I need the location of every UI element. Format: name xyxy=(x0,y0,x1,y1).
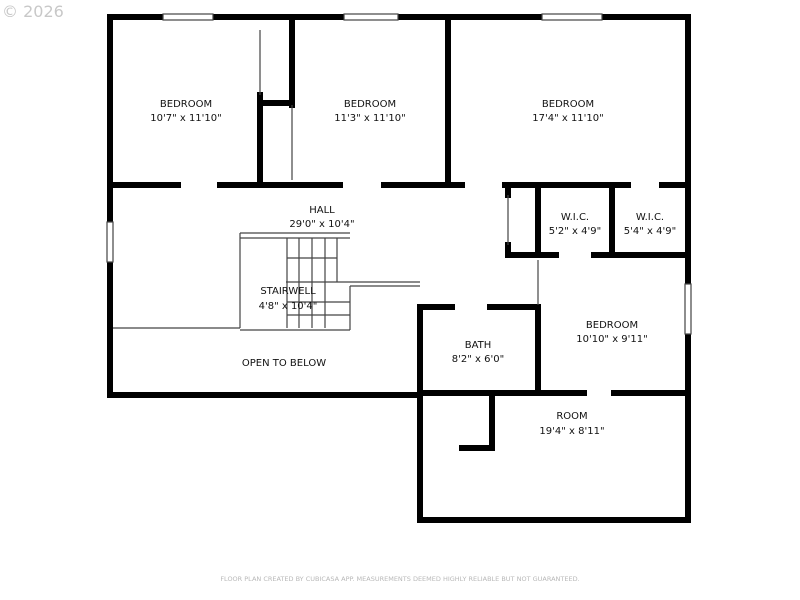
window xyxy=(106,221,114,263)
window xyxy=(343,13,399,21)
window xyxy=(162,13,214,21)
room-name: HALL xyxy=(309,205,335,216)
room-size: 8'2" x 6'0" xyxy=(452,354,504,365)
room-size: 10'7" x 11'10" xyxy=(150,113,222,124)
room-name: BEDROOM xyxy=(160,99,212,110)
room-size: 5'2" x 4'9" xyxy=(549,226,601,237)
room-name: BEDROOM xyxy=(586,320,638,331)
room-name: BEDROOM xyxy=(344,99,396,110)
room-size: 10'10" x 9'11" xyxy=(576,334,648,345)
room-name: OPEN TO BELOW xyxy=(242,358,326,369)
room-labels: BEDROOM 10'7" x 11'10" BEDROOM 11'3" x 1… xyxy=(150,99,676,437)
room-name: BEDROOM xyxy=(542,99,594,110)
room-name: W.I.C. xyxy=(561,212,589,223)
copyright-watermark: © 2026 xyxy=(2,2,64,21)
room-name: BATH xyxy=(465,340,492,351)
room-name: STAIRWELL xyxy=(260,286,316,297)
room-size: 4'8" x 10'4" xyxy=(259,301,318,312)
room-name: W.I.C. xyxy=(636,212,664,223)
room-name: ROOM xyxy=(556,411,587,422)
window xyxy=(684,283,692,335)
thin-lines xyxy=(106,13,692,335)
window xyxy=(541,13,603,21)
room-size: 11'3" x 11'10" xyxy=(334,113,406,124)
room-size: 5'4" x 4'9" xyxy=(624,226,676,237)
room-size: 17'4" x 11'10" xyxy=(532,113,604,124)
room-size: 19'4" x 8'11" xyxy=(539,426,604,437)
room-size: 29'0" x 10'4" xyxy=(289,219,354,230)
walls xyxy=(107,14,691,523)
footer-disclaimer: FLOOR PLAN CREATED BY CUBICASA APP. MEAS… xyxy=(220,575,580,583)
